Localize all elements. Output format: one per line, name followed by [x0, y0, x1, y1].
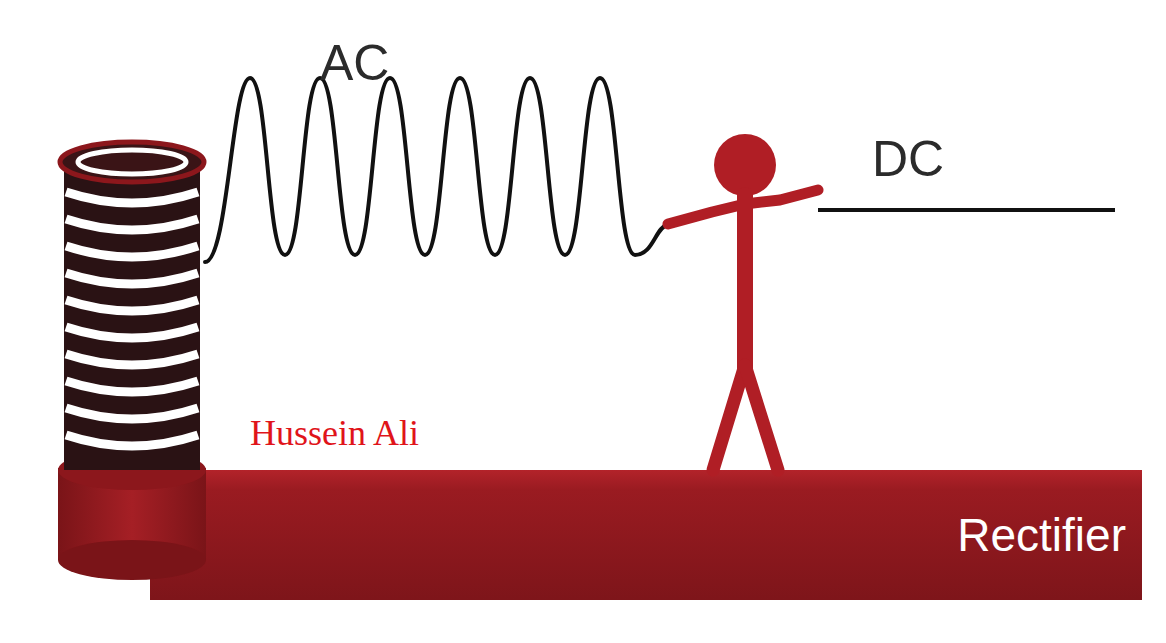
- dc-line: [818, 208, 1115, 212]
- block-label: Rectifier: [957, 510, 1126, 561]
- rectifier-band: Rectifier: [150, 470, 1142, 600]
- watermark: Hussein Ali: [250, 414, 419, 454]
- coil-symbol: [58, 142, 206, 580]
- signal-label: AC: [320, 36, 389, 91]
- ac-wave: [205, 78, 668, 262]
- rectifier-band: [150, 470, 1142, 600]
- signal-label: DC: [872, 132, 944, 187]
- stick-figure: [668, 134, 818, 470]
